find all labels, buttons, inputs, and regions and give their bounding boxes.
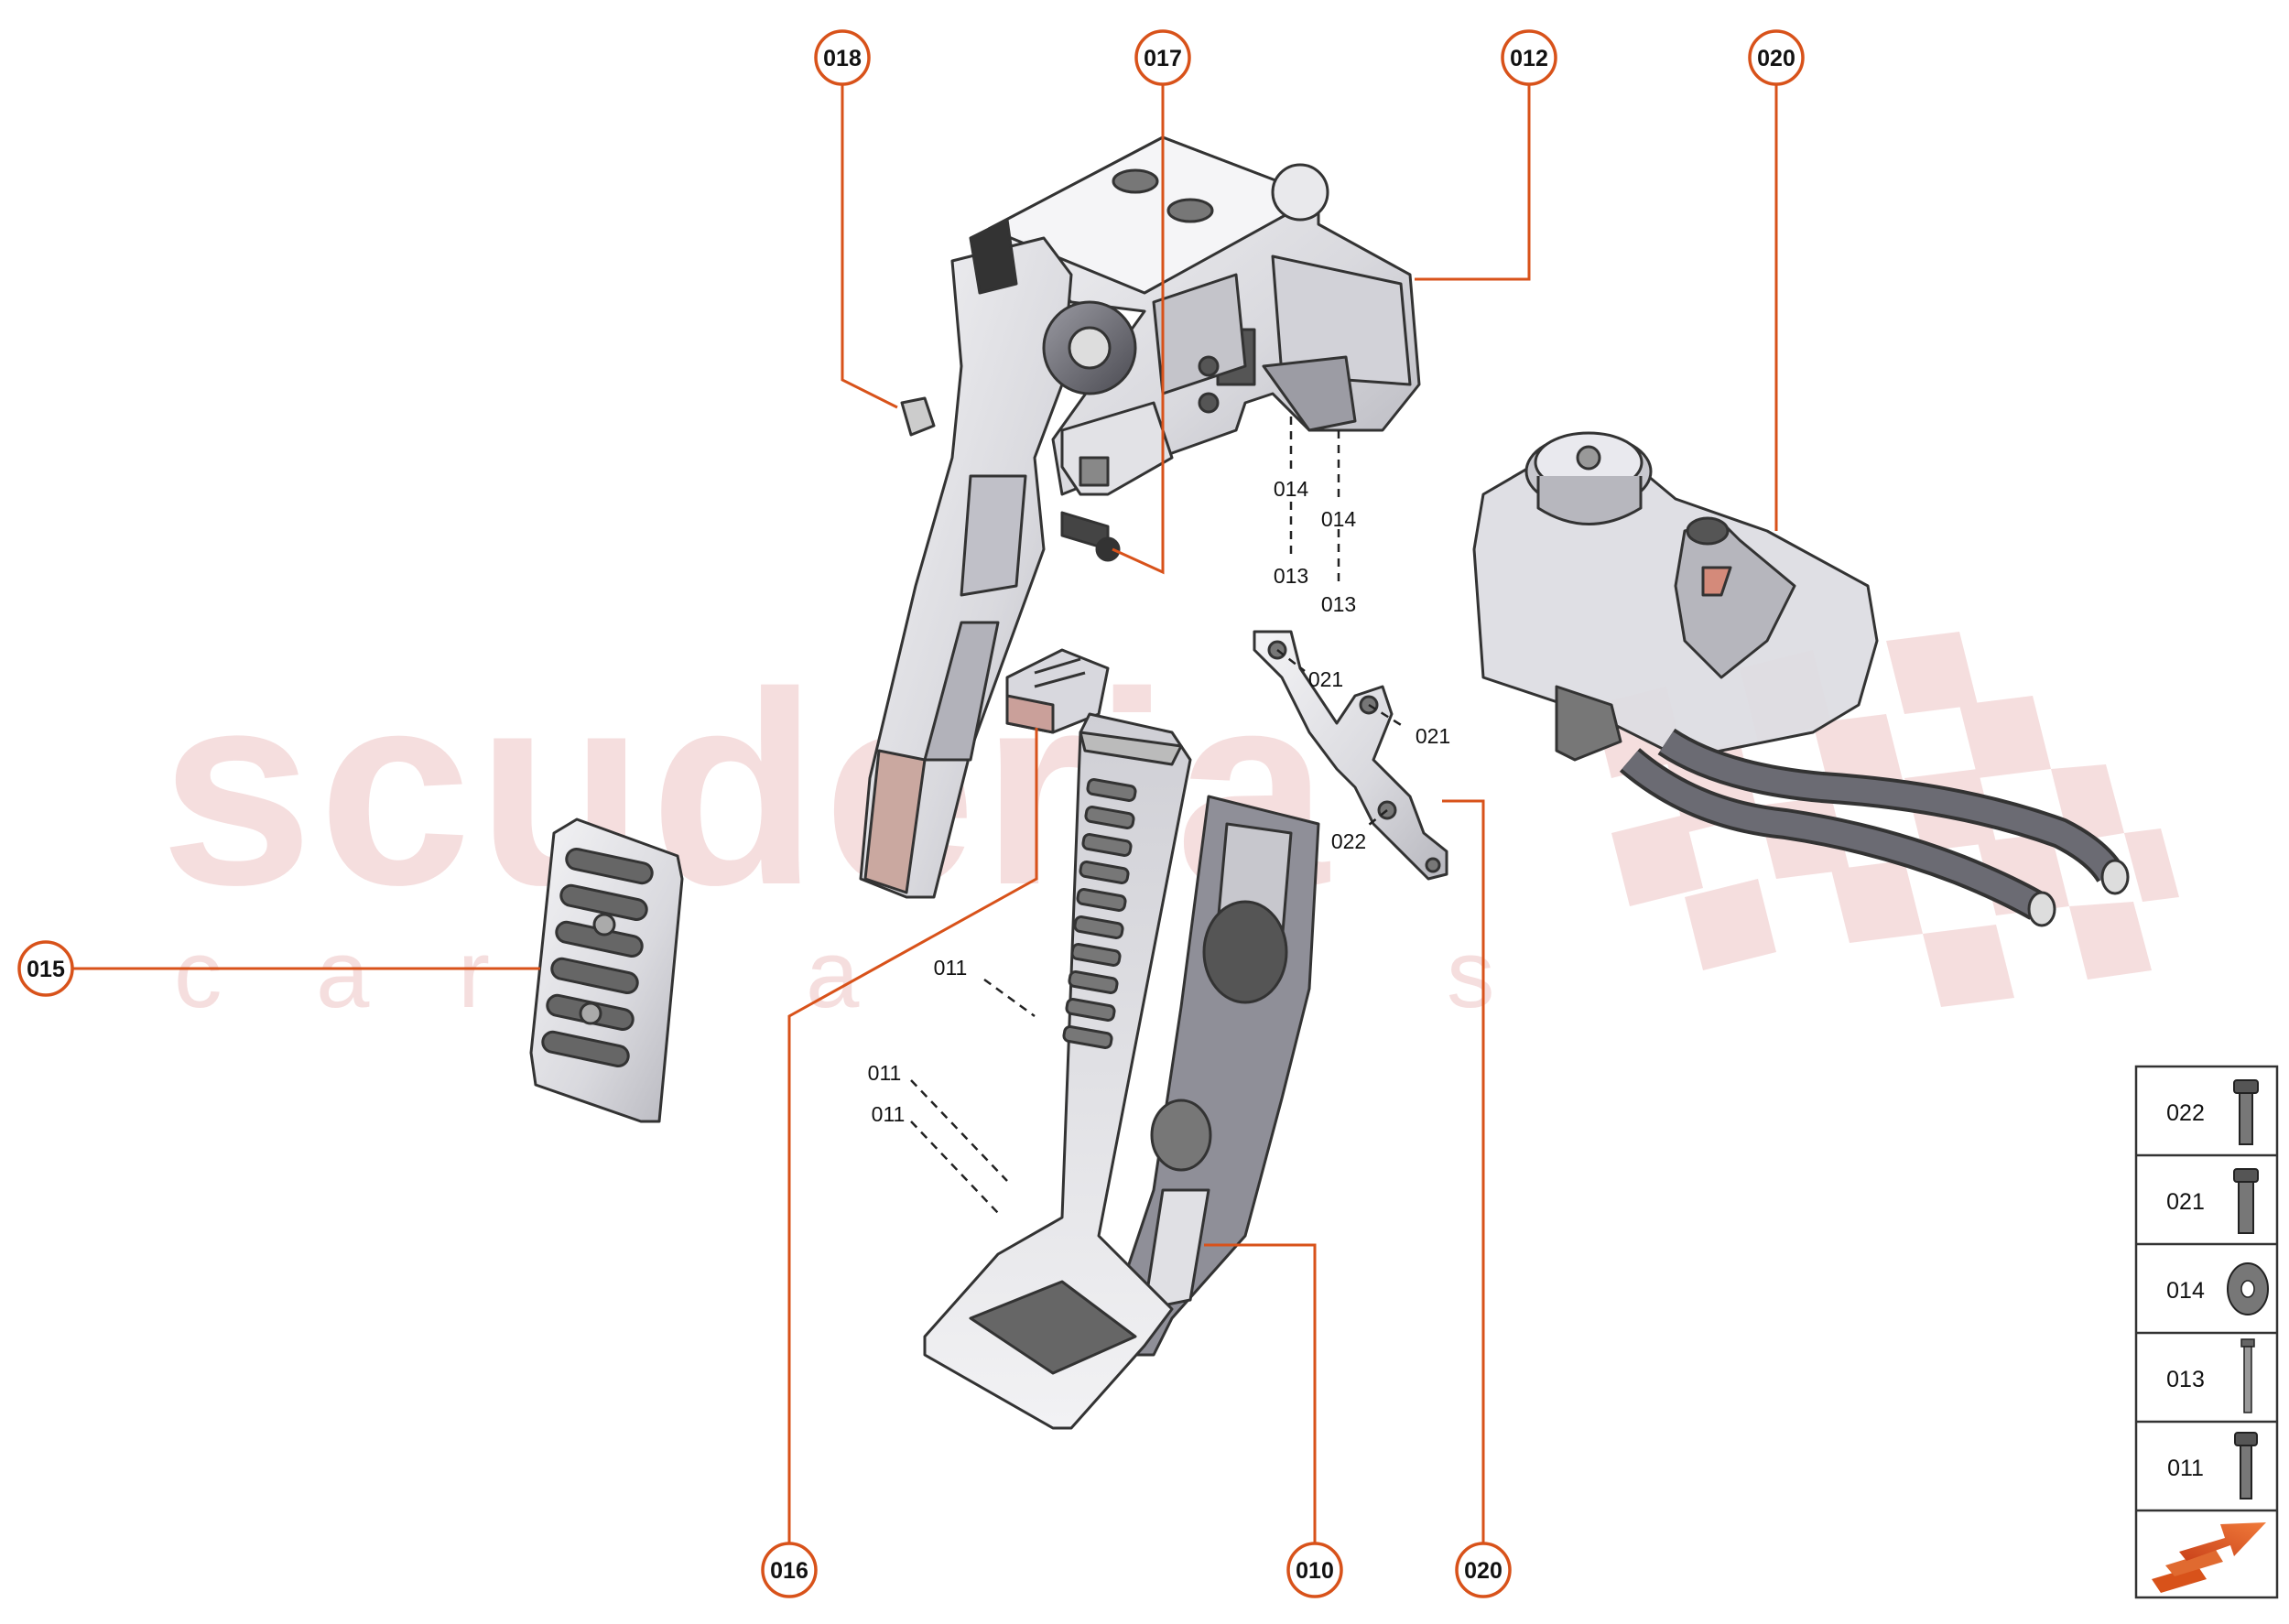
clip-018 [900, 396, 936, 437]
callout-020-bottom[interactable]: 020 [1455, 1542, 1512, 1598]
svg-text:020: 020 [1464, 1558, 1502, 1584]
svg-text:016: 016 [770, 1558, 808, 1584]
watermark-sub-letter: a [806, 921, 860, 1028]
next-arrow-icon[interactable] [2152, 1522, 2266, 1593]
legend-row-014[interactable]: 014 [2166, 1262, 2269, 1315]
svg-text:017: 017 [1144, 46, 1182, 71]
svg-text:022: 022 [2166, 1100, 2205, 1126]
fastener-legend: 022 021 014 013 [2134, 1065, 2279, 1599]
leader-lines [71, 76, 1778, 1552]
svg-text:018: 018 [823, 46, 862, 71]
svg-text:015: 015 [27, 957, 65, 982]
watermark-sub-letter: r [458, 921, 490, 1028]
callout-010[interactable]: 010 [1286, 1542, 1343, 1598]
dashed-leaders [910, 417, 1406, 1214]
pedal-box-assembly [859, 135, 1421, 899]
legend-row-011[interactable]: 011 [2167, 1432, 2258, 1499]
legend-row-021[interactable]: 021 [2166, 1168, 2259, 1234]
watermark-sub-letter: s [1447, 921, 1495, 1028]
flange-bolt-icon [2233, 1168, 2259, 1234]
leader-010 [1204, 1243, 1317, 1552]
long-screw-icon [2240, 1338, 2255, 1413]
part-label-014: 014 [1274, 477, 1309, 501]
accelerator-pedal-010 [923, 712, 1320, 1430]
callouts: 018 017 012 020 015 016 010 020 [17, 29, 1805, 1598]
watermark-sub-letter: a [316, 921, 370, 1028]
callout-012[interactable]: 012 [1501, 29, 1557, 86]
part-label-013: 013 [1274, 564, 1308, 588]
callout-015[interactable]: 015 [17, 940, 74, 997]
part-label-011: 011 [872, 1102, 906, 1126]
callout-018[interactable]: 018 [814, 29, 871, 86]
flange-bolt-icon [2233, 1079, 2259, 1145]
legend-row-022[interactable]: 022 [2166, 1079, 2259, 1145]
pedal-pad-015 [529, 817, 684, 1123]
svg-text:021: 021 [2166, 1189, 2205, 1215]
svg-text:011: 011 [2167, 1456, 2204, 1481]
leader-017 [1112, 76, 1165, 575]
fluid-reservoir-020 [1472, 431, 2130, 927]
svg-text:010: 010 [1296, 1558, 1334, 1584]
part-label-021: 021 [1416, 724, 1450, 748]
leader-012 [1415, 76, 1531, 281]
svg-text:012: 012 [1510, 46, 1548, 71]
leader-018 [841, 76, 898, 409]
svg-text:013: 013 [2166, 1367, 2205, 1392]
part-label-011: 011 [868, 1061, 902, 1085]
part-label-014: 014 [1321, 507, 1357, 531]
svg-text:014: 014 [2166, 1278, 2205, 1304]
watermark-sub-letter: c [174, 921, 222, 1028]
legend-row-013[interactable]: 013 [2166, 1338, 2255, 1413]
leader-020-bottom [1442, 799, 1485, 1552]
callout-020-top[interactable]: 020 [1748, 29, 1805, 86]
washer-icon [2227, 1262, 2269, 1315]
connector-016 [1005, 648, 1110, 734]
part-label-013: 013 [1321, 592, 1356, 616]
callout-016[interactable]: 016 [761, 1542, 818, 1598]
part-label-011: 011 [934, 956, 968, 980]
accelerator-pad [923, 712, 1192, 1430]
callout-017[interactable]: 017 [1134, 29, 1191, 86]
bracket-020 [1253, 630, 1448, 881]
leader-016 [787, 728, 1038, 1552]
svg-text:020: 020 [1757, 46, 1795, 71]
part-label-022: 022 [1331, 829, 1366, 853]
part-label-021: 021 [1308, 667, 1343, 691]
flange-bolt-icon [2234, 1432, 2258, 1499]
part-labels: 014 013 014 013 021 021 022 011 011 011 [868, 477, 1451, 1126]
